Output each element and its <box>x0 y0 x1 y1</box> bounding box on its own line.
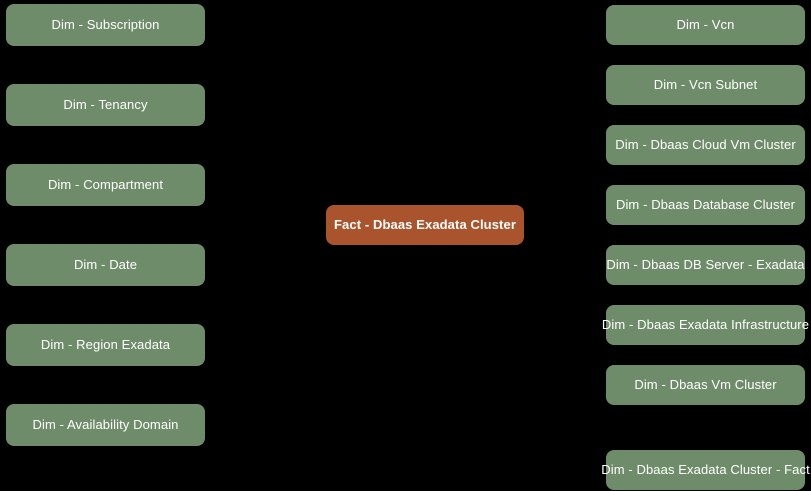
fact-node[interactable]: Fact - Dbaas Exadata Cluster <box>326 205 524 245</box>
dimension-node[interactable]: Dim - Subscription <box>6 4 205 46</box>
dimension-node[interactable]: Dim - Compartment <box>6 164 205 206</box>
dimension-node[interactable]: Dim - Dbaas Exadata Infrastructure <box>602 305 809 345</box>
dimension-node[interactable]: Dim - Region Exadata <box>6 324 205 366</box>
dimension-node[interactable]: Dim - Date <box>6 244 205 286</box>
dimension-node[interactable]: Dim - Tenancy <box>6 84 205 126</box>
dimension-node[interactable]: Dim - Dbaas Database Cluster <box>606 185 805 225</box>
dimension-node[interactable]: Dim - Dbaas DB Server - Exadata <box>606 245 805 285</box>
dimension-node[interactable]: Dim - Dbaas Cloud Vm Cluster <box>606 125 805 165</box>
dimension-node[interactable]: Dim - Dbaas Vm Cluster <box>606 365 805 405</box>
dimension-node[interactable]: Dim - Dbaas Exadata Cluster - Fact <box>601 450 810 490</box>
dimension-node[interactable]: Dim - Vcn <box>606 5 805 45</box>
dimension-node[interactable]: Dim - Vcn Subnet <box>606 65 805 105</box>
dimension-node[interactable]: Dim - Availability Domain <box>6 404 205 446</box>
